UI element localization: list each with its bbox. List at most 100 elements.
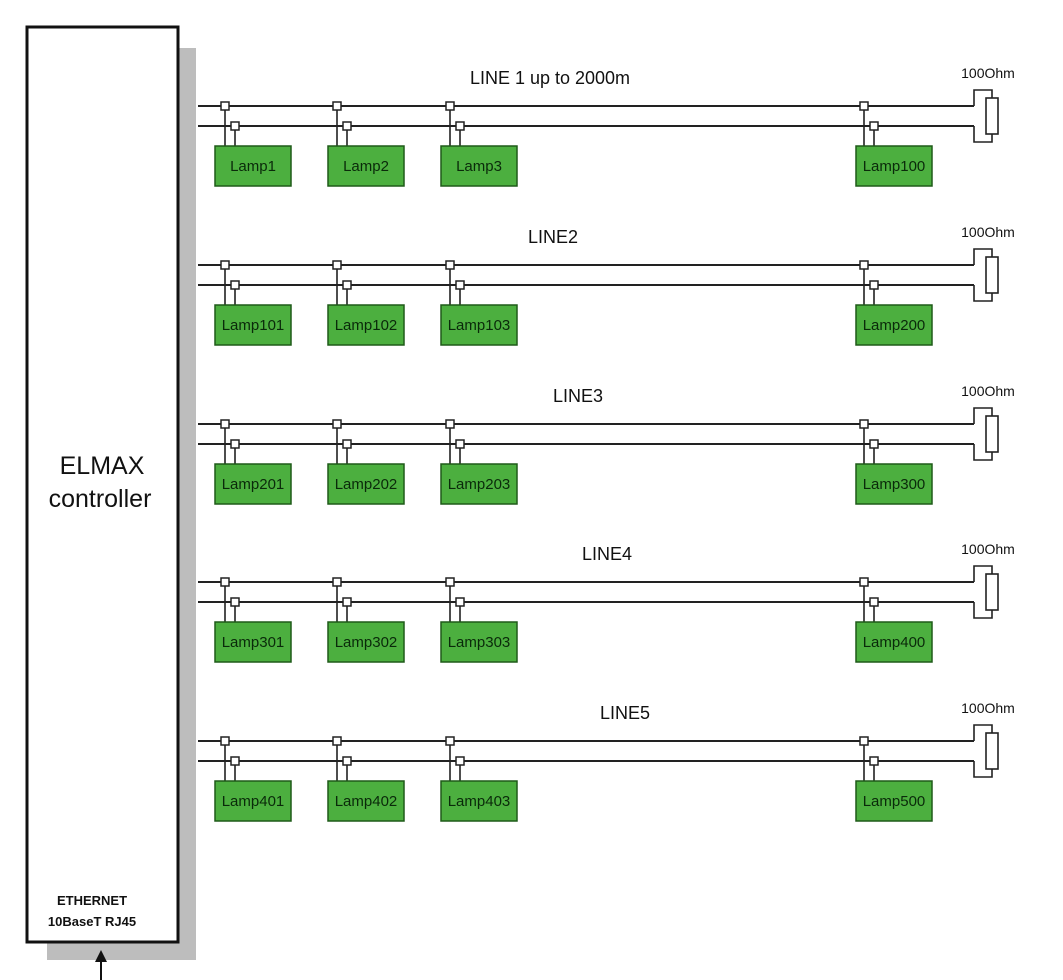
resistor-icon: [985, 97, 999, 135]
tap-node-icon: [332, 419, 342, 429]
line-title: LINE3: [553, 386, 603, 406]
lamp-label: Lamp202: [335, 476, 398, 493]
lamp-label: Lamp100: [863, 158, 926, 175]
tap-node-icon: [455, 439, 465, 449]
lamp-label: Lamp500: [863, 793, 926, 810]
lamp-label: Lamp203: [448, 476, 511, 493]
lamp-box: [855, 304, 933, 346]
ethernet-arrow-icon: [95, 950, 107, 962]
tap-node-icon: [859, 101, 869, 111]
lamp-box: [855, 145, 933, 187]
tap-node-icon: [342, 439, 352, 449]
line-title: LINE5: [600, 703, 650, 723]
tap-node-icon: [220, 260, 230, 270]
terminator-wire-bottom: [973, 444, 993, 461]
lamp-label: Lamp301: [222, 634, 285, 651]
resistor-label: 100Ohm: [961, 224, 1015, 240]
terminator-wire-bottom: [973, 602, 993, 619]
lamp-label: Lamp400: [863, 634, 926, 651]
lamp-box: [214, 304, 292, 346]
tap-node-icon: [869, 280, 879, 290]
lamp-label: Lamp3: [456, 158, 502, 175]
lamp-label: Lamp1: [230, 158, 276, 175]
lamp-box: [214, 780, 292, 822]
resistor-icon: [985, 573, 999, 611]
lamp-box: [440, 780, 518, 822]
tap-node-icon: [445, 260, 455, 270]
lamp-box: [214, 463, 292, 505]
lamp-box: [855, 780, 933, 822]
lamp-box: [327, 780, 405, 822]
tap-node-icon: [230, 756, 240, 766]
resistor-icon: [985, 732, 999, 770]
tap-node-icon: [455, 597, 465, 607]
lamp-box: [440, 621, 518, 663]
line-title: LINE4: [582, 544, 632, 564]
terminator-wire-bottom: [973, 126, 993, 143]
resistor-label: 100Ohm: [961, 541, 1015, 557]
tap-node-icon: [230, 280, 240, 290]
lamp-label: Lamp101: [222, 317, 285, 334]
tap-node-icon: [230, 439, 240, 449]
line-title: LINE2: [528, 227, 578, 247]
tap-node-icon: [220, 419, 230, 429]
tap-node-icon: [342, 597, 352, 607]
lamp-label: Lamp200: [863, 317, 926, 334]
lamp-label: Lamp2: [343, 158, 389, 175]
tap-node-icon: [445, 736, 455, 746]
lamp-label: Lamp303: [448, 634, 511, 651]
lamp-box: [327, 621, 405, 663]
lamp-label: Lamp102: [335, 317, 398, 334]
tap-node-icon: [859, 260, 869, 270]
resistor-label: 100Ohm: [961, 700, 1015, 716]
resistor-label: 100Ohm: [961, 383, 1015, 399]
lamp-label: Lamp201: [222, 476, 285, 493]
tap-node-icon: [230, 597, 240, 607]
tap-node-icon: [455, 121, 465, 131]
lamp-label: Lamp403: [448, 793, 511, 810]
tap-node-icon: [859, 736, 869, 746]
lamp-box: [327, 463, 405, 505]
tap-node-icon: [342, 756, 352, 766]
tap-node-icon: [455, 756, 465, 766]
terminator-wire-top: [973, 89, 993, 106]
lamp-box: [855, 463, 933, 505]
controller-name-line2: controller: [49, 485, 152, 513]
tap-node-icon: [445, 577, 455, 587]
tap-node-icon: [445, 101, 455, 111]
lamp-label: Lamp402: [335, 793, 398, 810]
controller-box: [25, 25, 180, 944]
lamp-box: [440, 463, 518, 505]
lamp-label: Lamp302: [335, 634, 398, 651]
ethernet-port-label: 10BaseT RJ45: [48, 914, 136, 929]
lamp-box: [214, 621, 292, 663]
controller-name-line1: ELMAX: [60, 452, 145, 480]
lamp-box: [855, 621, 933, 663]
resistor-icon: [985, 415, 999, 453]
lamp-box: [440, 304, 518, 346]
ethernet-label: ETHERNET: [57, 893, 127, 908]
tap-node-icon: [859, 419, 869, 429]
lamp-box: [327, 304, 405, 346]
terminator-wire-top: [973, 407, 993, 424]
tap-node-icon: [342, 121, 352, 131]
tap-node-icon: [859, 577, 869, 587]
terminator-wire-bottom: [973, 761, 993, 778]
tap-node-icon: [869, 121, 879, 131]
resistor-icon: [985, 256, 999, 294]
line-title: LINE 1 up to 2000m: [470, 68, 630, 88]
terminator-wire-top: [973, 724, 993, 741]
terminator-wire-top: [973, 248, 993, 265]
tap-node-icon: [332, 260, 342, 270]
tap-node-icon: [332, 101, 342, 111]
lamp-label: Lamp103: [448, 317, 511, 334]
tap-node-icon: [220, 577, 230, 587]
tap-node-icon: [332, 736, 342, 746]
lamp-box: [440, 145, 518, 187]
